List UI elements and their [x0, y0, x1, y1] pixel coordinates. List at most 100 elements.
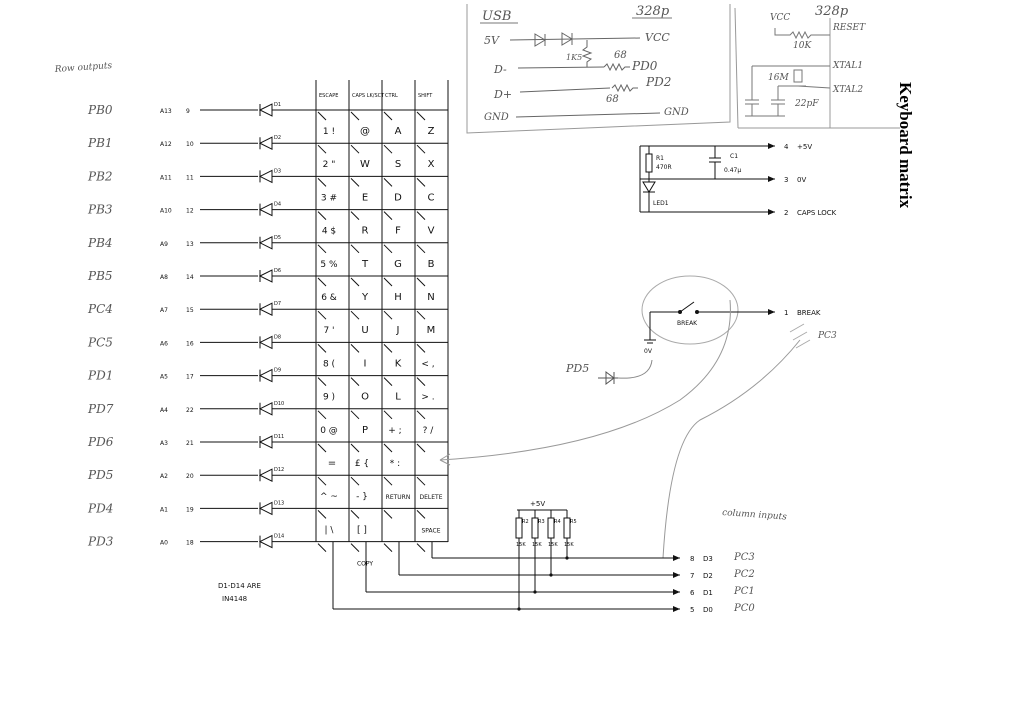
key-label: K [395, 358, 402, 369]
row-num-5: 14 [186, 274, 194, 281]
column-header-3: SHIFT [418, 93, 433, 99]
switch-contact [383, 144, 393, 154]
key-label: 7 ' [323, 326, 334, 336]
diode-symbol [258, 468, 273, 483]
row-num-9: 22 [186, 407, 194, 414]
switch-contact [383, 277, 393, 287]
pullup-label-1: R3 [538, 519, 545, 525]
switch-contact [416, 277, 426, 287]
column-num-3: 5 [690, 606, 694, 614]
switch-contact [383, 410, 393, 420]
diode-label-11: D12 [274, 467, 284, 473]
key-label: @ [360, 126, 370, 137]
switch-contact [350, 344, 360, 353]
key-label: 2 " [323, 160, 336, 170]
key-label: ? / [423, 426, 435, 436]
diode-label-2: D3 [274, 168, 281, 174]
usb-gnd-label: GND [484, 112, 509, 123]
switch-contact [350, 178, 360, 187]
row-num-10: 21 [186, 440, 194, 447]
switch-contact [383, 443, 393, 453]
column-port-2: PC1 [733, 586, 755, 597]
power-section: R1 470R LED1 C1 0.47µ 4 +5V 3 0V 2 CAPS … [639, 143, 837, 217]
key-label: 8 ( [323, 359, 335, 369]
switch-contact [383, 178, 393, 187]
switch-contact [350, 377, 360, 386]
column-port-1: PC2 [733, 569, 755, 580]
row-port-1: PB1 [87, 136, 113, 150]
switch-contact [416, 510, 426, 519]
row-port-3: PB3 [87, 203, 113, 217]
row-pin-6: A7 [160, 307, 168, 314]
key-label: > . [421, 393, 434, 403]
power-out-2-label: CAPS LOCK [797, 209, 837, 217]
osc-res-label: 10K [793, 41, 812, 51]
switch-contact [317, 144, 327, 154]
switch-contact [383, 244, 393, 254]
column-port-0: PC3 [733, 552, 755, 563]
usb-5v-label: 5V [484, 34, 500, 47]
diode-symbol [258, 235, 273, 250]
key-label: [ ] [357, 525, 367, 535]
switch-contact [350, 111, 360, 121]
diode-symbol [258, 136, 273, 151]
row-outputs-label: Row outputs [54, 61, 113, 75]
key-label: X [428, 159, 435, 170]
key-label: ^ ~ [320, 492, 338, 502]
row-num-11: 20 [186, 473, 194, 480]
key-label: £ { [355, 459, 369, 469]
switch-contact [416, 476, 426, 486]
pullup-value-2: 15K [548, 542, 558, 548]
switch-contact [350, 476, 360, 486]
column-num-0: 8 [690, 555, 694, 563]
switch-contact [416, 178, 426, 187]
usb-dminus-res: 68 [614, 50, 627, 61]
key-label: = [328, 458, 336, 469]
diode-label-9: D10 [274, 401, 284, 407]
diode-note-line2: IN4148 [222, 595, 247, 603]
usb-gnd-right-label: GND [664, 107, 689, 118]
pullup-label-0: R2 [522, 519, 529, 525]
switch-contact [350, 410, 360, 420]
key-label: L [395, 392, 401, 403]
switch-contact [350, 543, 360, 552]
switch-contact [350, 510, 360, 519]
switch-contact [317, 178, 327, 187]
switch-contact [383, 543, 393, 552]
osc-xtal1-label: XTAL1 [832, 61, 863, 71]
switch-contact [383, 344, 393, 353]
osc-reset-label: RESET [832, 23, 866, 33]
power-out-4-num: 4 [784, 143, 789, 151]
row-port-11: PD5 [87, 468, 113, 482]
row-num-1: 10 [186, 141, 194, 148]
diagram-title: Keyboard matrix [896, 82, 915, 209]
key-label: G [394, 259, 402, 270]
key-label: 4 $ [322, 227, 336, 237]
switch-contact [416, 543, 426, 552]
row-port-2: PB2 [87, 169, 113, 183]
row-pin-1: A12 [160, 141, 172, 148]
pullup-value-0: 15K [516, 542, 526, 548]
key-label: COPY [357, 561, 373, 568]
column-num-1: 7 [690, 572, 694, 580]
switch-contact [416, 310, 426, 320]
switch-contact [383, 111, 393, 121]
switch-contact [383, 310, 393, 320]
key-label: W [360, 159, 370, 170]
row-pin-11: A2 [160, 473, 168, 480]
row-pin-9: A4 [160, 407, 168, 414]
switch-contact [317, 476, 327, 486]
diode-symbol [258, 103, 273, 117]
column-pin-1: D2 [703, 572, 713, 580]
switch-contact [317, 277, 327, 287]
column-pin-3: D0 [703, 606, 713, 614]
key-label: SPACE [421, 527, 440, 534]
power-out-3-num: 3 [784, 176, 788, 184]
r1-label: R1 [656, 155, 664, 162]
row-port-6: PC4 [87, 302, 113, 316]
key-label: B [428, 259, 435, 270]
key-label: P [362, 425, 368, 436]
